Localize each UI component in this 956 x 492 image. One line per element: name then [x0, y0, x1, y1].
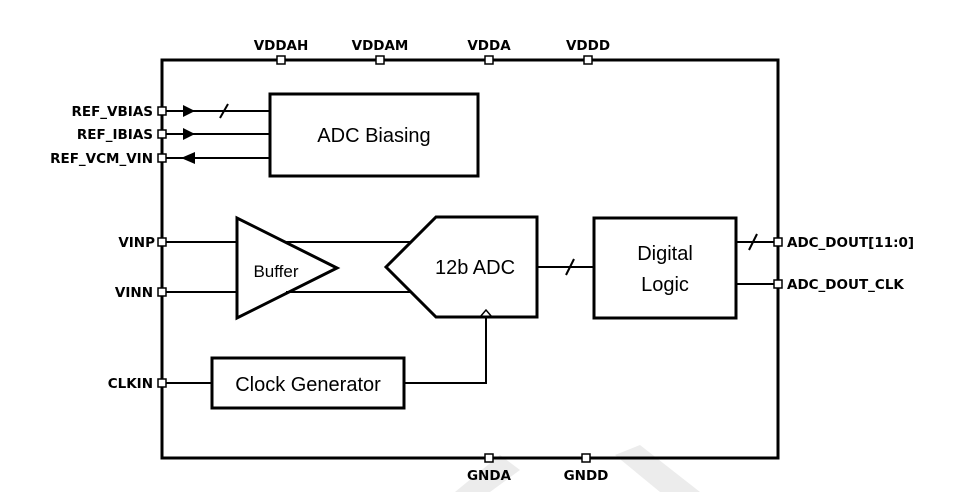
adc-block: 12b ADC: [383, 215, 539, 319]
buffer-block: Buffer: [235, 215, 341, 321]
signal-lines: [162, 233, 778, 384]
clock-generator-block: Clock Generator: [210, 356, 406, 410]
pin-ref-vbias: REF_VBIAS: [71, 104, 153, 120]
bottom-pins: GNDA GNDD: [467, 453, 609, 484]
pin-vddam: VDDAM: [352, 38, 409, 54]
pin-vdda: VDDA: [467, 38, 511, 54]
pin-ref-vcm-vin: REF_VCM_VIN: [50, 151, 153, 167]
top-pins: VDDAH VDDAM VDDA VDDD: [254, 38, 610, 65]
pin-gndd: GNDD: [564, 468, 609, 484]
digital-logic-label-1: Digital: [637, 243, 693, 265]
pin-vinn: VINN: [115, 285, 153, 301]
clock-input-icon: [479, 308, 493, 318]
pin-adc-dout: ADC_DOUT[11:0]: [787, 235, 914, 251]
pin-vddd: VDDD: [566, 38, 610, 54]
adc-biasing-label: ADC Biasing: [317, 125, 430, 147]
bias-connections: [162, 103, 270, 164]
digital-logic-block: Digital Logic: [592, 216, 738, 320]
right-pins: ADC_DOUT[11:0] ADC_DOUT_CLK: [773, 235, 914, 293]
pin-vddah: VDDAH: [254, 38, 309, 54]
pin-gnda: GNDA: [467, 468, 512, 484]
bus-slash: [565, 258, 575, 276]
clock-generator-label: Clock Generator: [235, 374, 381, 396]
arrow-left-icon: [181, 152, 195, 164]
bus-slash: [748, 233, 758, 251]
pin-ref-ibias: REF_IBIAS: [77, 127, 153, 143]
arrow-right-icon: [183, 128, 195, 140]
arrow-right-icon: [183, 105, 195, 117]
adc-label: 12b ADC: [435, 257, 515, 279]
pin-adc-dout-clk: ADC_DOUT_CLK: [787, 277, 904, 293]
pin-clkin: CLKIN: [108, 376, 153, 392]
bus-slash: [219, 103, 229, 119]
adc-biasing-block: ADC Biasing: [268, 92, 480, 178]
digital-logic-label-2: Logic: [641, 274, 689, 296]
pin-vinp: VINP: [118, 235, 155, 251]
buffer-label: Buffer: [253, 262, 298, 281]
chip-boundary: [160, 58, 780, 460]
left-pins: REF_VBIAS REF_IBIAS REF_VCM_VIN VINP VIN…: [50, 104, 167, 392]
